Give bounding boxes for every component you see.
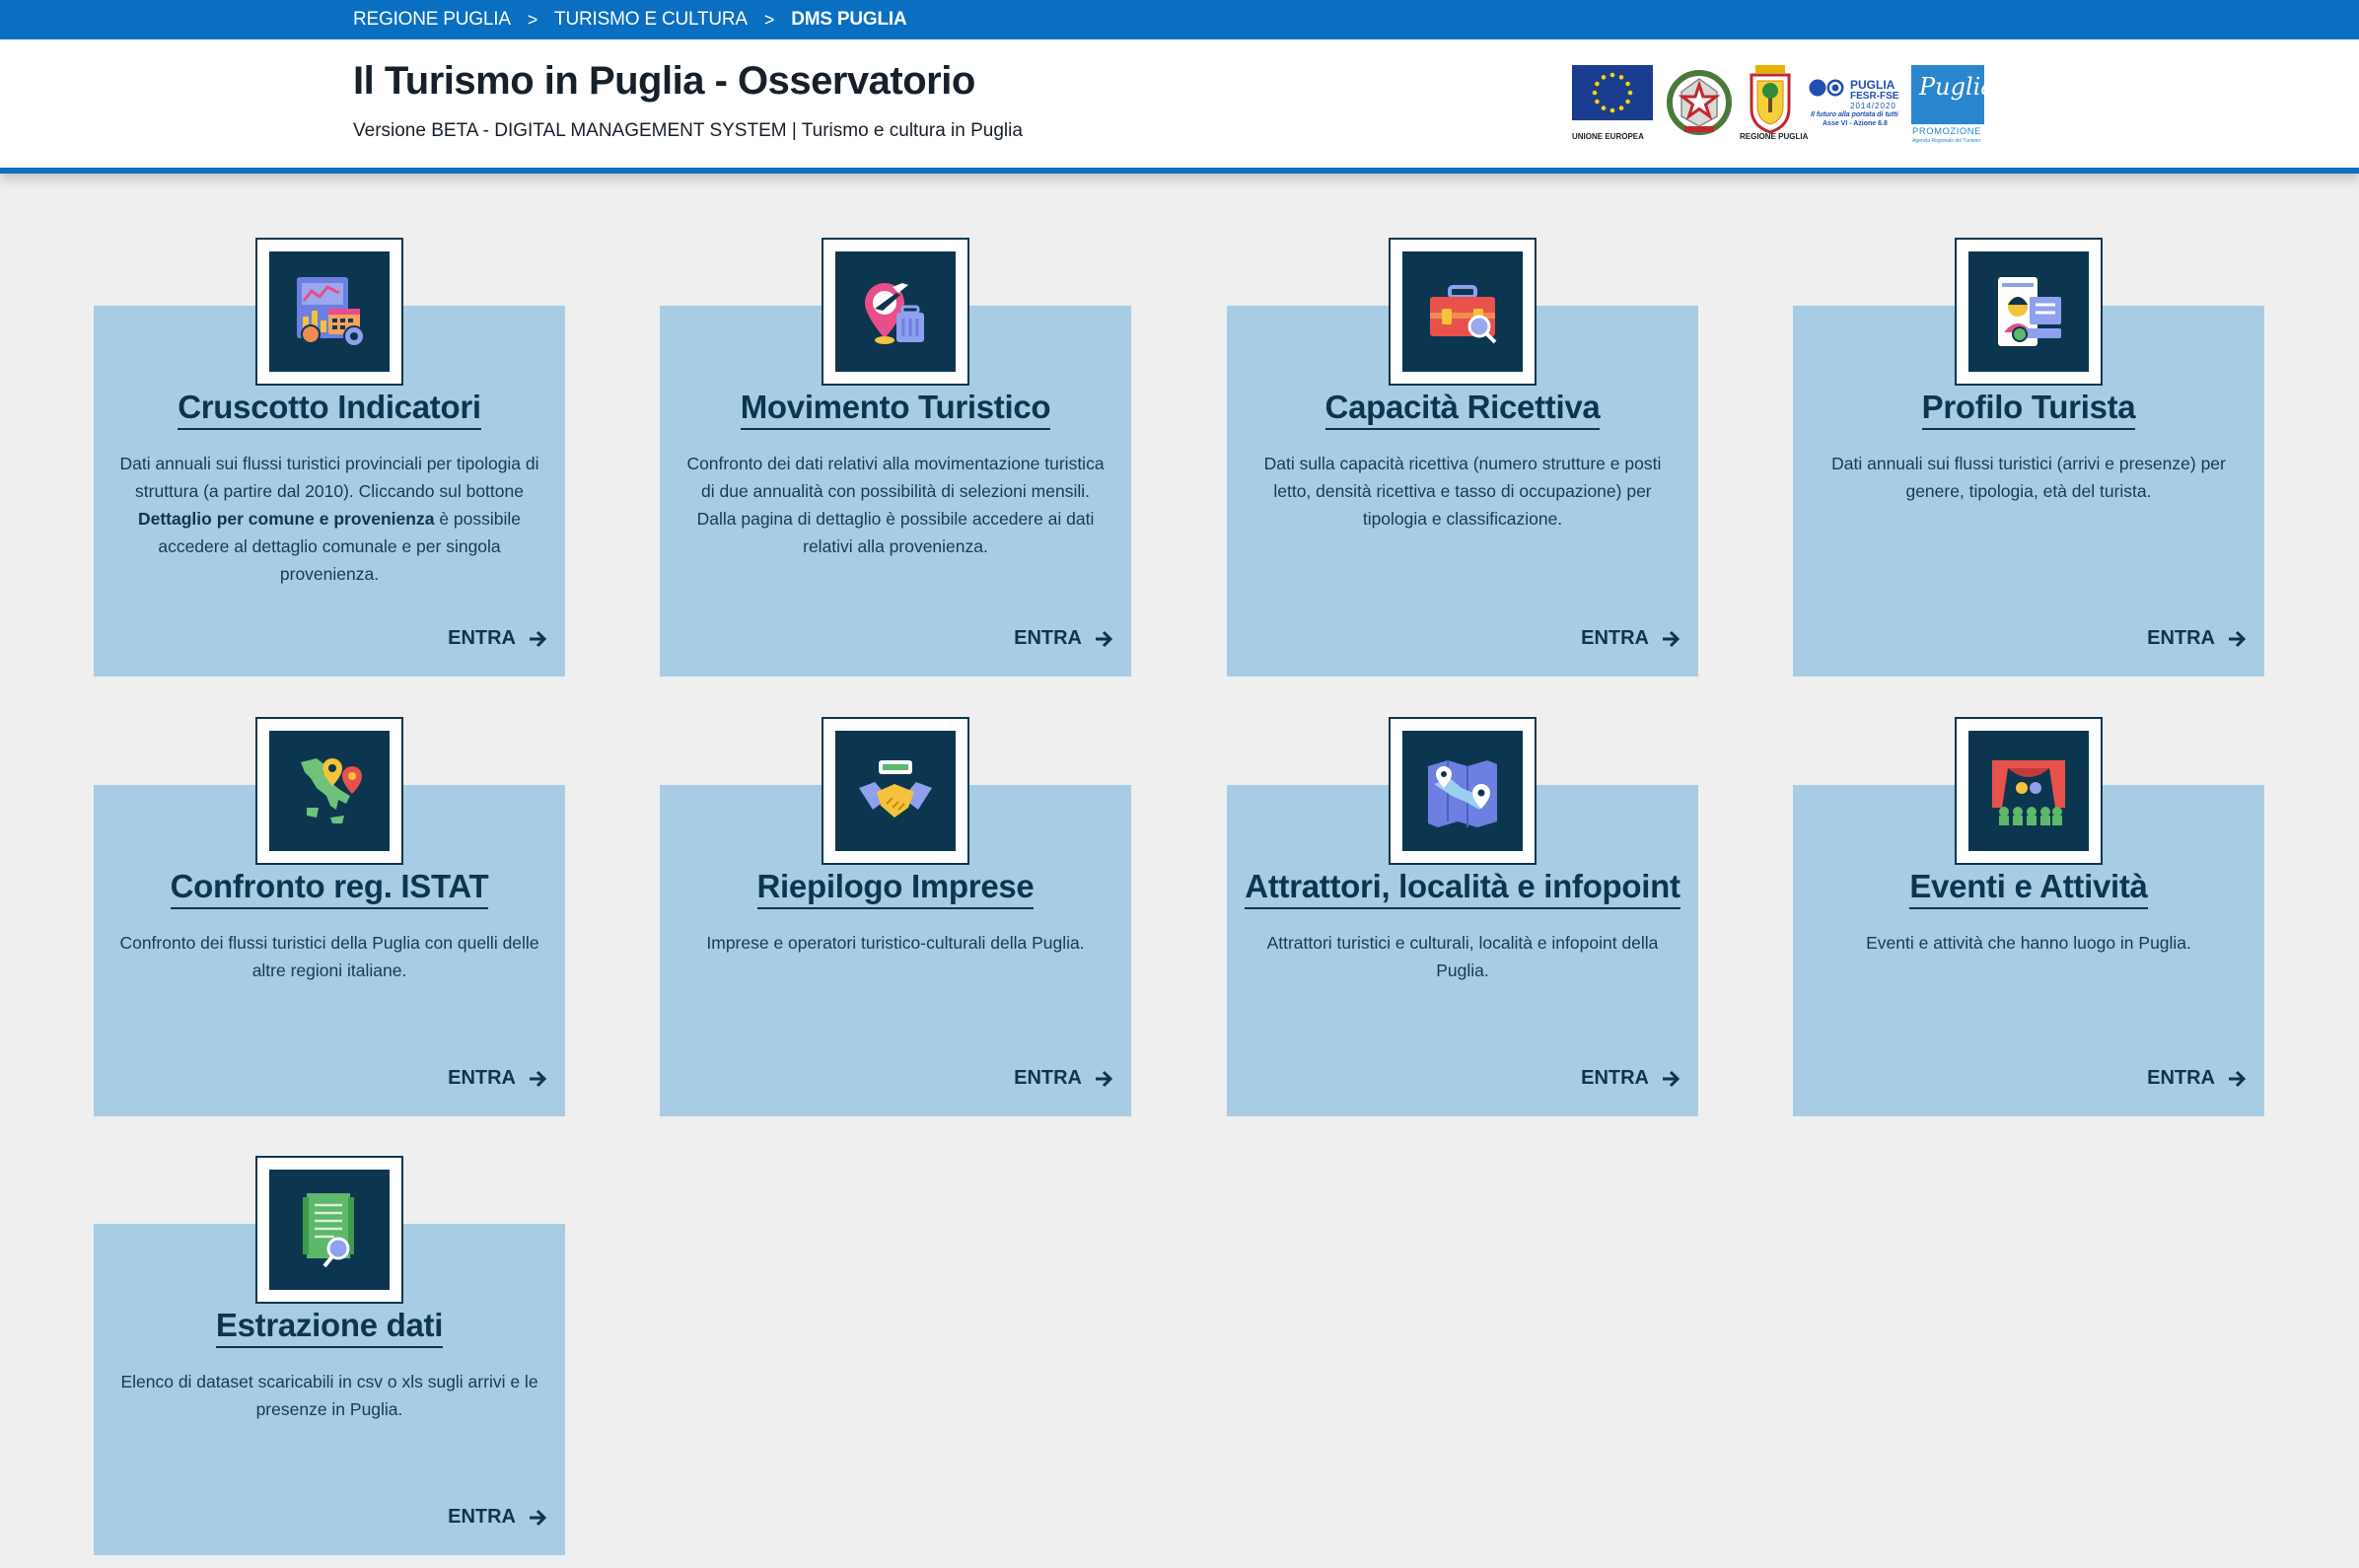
por-line2: FESR-FSE (1850, 91, 1899, 102)
card-description: Dati annuali sui flussi turistici provin… (119, 454, 539, 584)
card-icon-frame (1389, 717, 1537, 865)
breadcrumb-separator: > (763, 9, 775, 30)
enter-button[interactable]: ENTRA (2147, 1067, 2247, 1090)
enter-button[interactable]: ENTRA (2147, 627, 2247, 650)
card-riepilogo-imprese: Riepilogo Imprese Imprese e operatori tu… (660, 717, 1131, 1116)
card-title: Cruscotto Indicatori (94, 389, 565, 430)
card-cruscotto-indicatori: Cruscotto Indicatori Dati annuali sui fl… (94, 238, 565, 677)
card-attrattori-localita-infopoint: Attrattori, località e infopoint Attratt… (1227, 717, 1698, 1116)
card-title: Eventi e Attività (1793, 868, 2264, 909)
breadcrumb: REGIONE PUGLIA > TURISMO E CULTURA > DMS… (353, 0, 907, 39)
promo-script: Puglia (1919, 73, 1995, 101)
card-title: Estrazione dati (94, 1307, 565, 1348)
card-icon-frame (1389, 238, 1537, 386)
card-title: Confronto reg. ISTAT (94, 868, 565, 909)
promo-sub: Agenzia Regionale del Turismo (1912, 138, 1981, 144)
enter-button[interactable]: ENTRA (448, 1067, 547, 1090)
promo-label: PROMOZIONE (1912, 126, 1981, 137)
card-description: Dati sulla capacità ricettiva (numero st… (1263, 454, 1662, 529)
breadcrumb-item-turismo-cultura[interactable]: TURISMO E CULTURA (554, 9, 748, 30)
suitcase-search-icon (1402, 251, 1523, 372)
breadcrumb-separator: > (527, 9, 538, 30)
eu-label: UNIONE EUROPEA (1572, 132, 1644, 141)
folded-map-pins-icon (1402, 731, 1523, 851)
enter-button[interactable]: ENTRA (448, 1506, 547, 1529)
regione-puglia-logo: REGIONE PUGLIA (1740, 65, 1808, 141)
regione-puglia-label: REGIONE PUGLIA (1740, 132, 1809, 141)
card-eventi-attivita: Eventi e Attività Eventi e attività che … (1793, 717, 2264, 1116)
arrow-right-icon (1096, 1070, 1113, 1087)
card-icon-frame (822, 238, 969, 386)
card-description: Imprese e operatori turistico-culturali … (706, 933, 1085, 953)
breadcrumb-item-dms-puglia: DMS PUGLIA (791, 9, 907, 30)
card-description: Confronto dei dati relativi alla movimen… (686, 454, 1105, 556)
card-confronto-istat: Confronto reg. ISTAT Confronto dei fluss… (94, 717, 565, 1116)
por-line1: PUGLIA (1850, 78, 1895, 92)
card-movimento-turistico: Movimento Turistico Confronto dei dati r… (660, 238, 1131, 677)
arrow-right-icon (1096, 630, 1113, 647)
document-search-icon (269, 1170, 390, 1290)
enter-button[interactable]: ENTRA (1014, 1067, 1113, 1090)
arrow-right-icon (1663, 1070, 1680, 1087)
por-puglia-logo: PUGLIA FESR-FSE 2014/2020 Il futuro alla… (1809, 75, 1901, 135)
card-description: Attrattori turistici e culturali, locali… (1266, 933, 1659, 980)
card-icon-frame (255, 238, 403, 386)
travel-pin-plane-icon (835, 251, 956, 372)
italy-map-pins-icon (269, 731, 390, 851)
breadcrumb-item-regione-puglia[interactable]: REGIONE PUGLIA (353, 9, 511, 30)
por-line3: 2014/2020 (1850, 102, 1896, 110)
italian-republic-emblem-logo (1667, 65, 1732, 145)
eu-flag-logo: UNIONE EUROPEA (1572, 65, 1653, 141)
enter-button[interactable]: ENTRA (1014, 627, 1113, 650)
page-title: Il Turismo in Puglia - Osservatorio (353, 59, 975, 103)
card-profilo-turista: Profilo Turista Dati annuali sui flussi … (1793, 238, 2264, 677)
card-icon-frame (255, 1156, 403, 1304)
arrow-right-icon (530, 1509, 547, 1526)
card-description: Dati annuali sui flussi turistici (arriv… (1831, 454, 2226, 501)
card-icon-frame (1955, 238, 2103, 386)
puglia-promozione-logo: Puglia PROMOZIONE Agenzia Regionale del … (1911, 65, 1995, 144)
enter-button[interactable]: ENTRA (1581, 1067, 1680, 1090)
card-title: Capacità Ricettiva (1227, 389, 1698, 430)
card-title: Profilo Turista (1793, 389, 2264, 430)
card-capacita-ricettiva: Capacità Ricettiva Dati sulla capacità r… (1227, 238, 1698, 677)
arrow-right-icon (1663, 630, 1680, 647)
top-bar (0, 0, 2359, 39)
handshake-icon (835, 731, 956, 851)
card-description: Elenco di dataset scaricabili in csv o x… (120, 1372, 538, 1419)
arrow-right-icon (530, 630, 547, 647)
card-estrazione-dati: Estrazione dati Elenco di dataset scaric… (94, 1156, 565, 1555)
tourist-profile-icon (1968, 251, 2089, 372)
card-title: Attrattori, località e infopoint (1227, 868, 1698, 909)
dashboard-charts-icon (269, 251, 390, 372)
por-line4: Il futuro alla portata di tutti (1811, 111, 1898, 118)
theater-stage-icon (1968, 731, 2089, 851)
card-description: Confronto dei flussi turistici della Pug… (119, 933, 539, 980)
site-header: Il Turismo in Puglia - Osservatorio Vers… (0, 39, 2359, 174)
enter-button[interactable]: ENTRA (448, 627, 547, 650)
card-icon-frame (1955, 717, 2103, 865)
card-description: Eventi e attività che hanno luogo in Pug… (1866, 933, 2191, 953)
por-line5: Asse VI - Azione 6.8 (1823, 120, 1888, 127)
arrow-right-icon (2229, 1070, 2247, 1087)
enter-button[interactable]: ENTRA (1581, 627, 1680, 650)
arrow-right-icon (530, 1070, 547, 1087)
card-icon-frame (255, 717, 403, 865)
page-subtitle: Versione BETA - DIGITAL MANAGEMENT SYSTE… (353, 120, 1023, 141)
arrow-right-icon (2229, 630, 2247, 647)
card-icon-frame (822, 717, 969, 865)
card-title: Riepilogo Imprese (660, 868, 1131, 909)
card-title: Movimento Turistico (660, 389, 1131, 430)
